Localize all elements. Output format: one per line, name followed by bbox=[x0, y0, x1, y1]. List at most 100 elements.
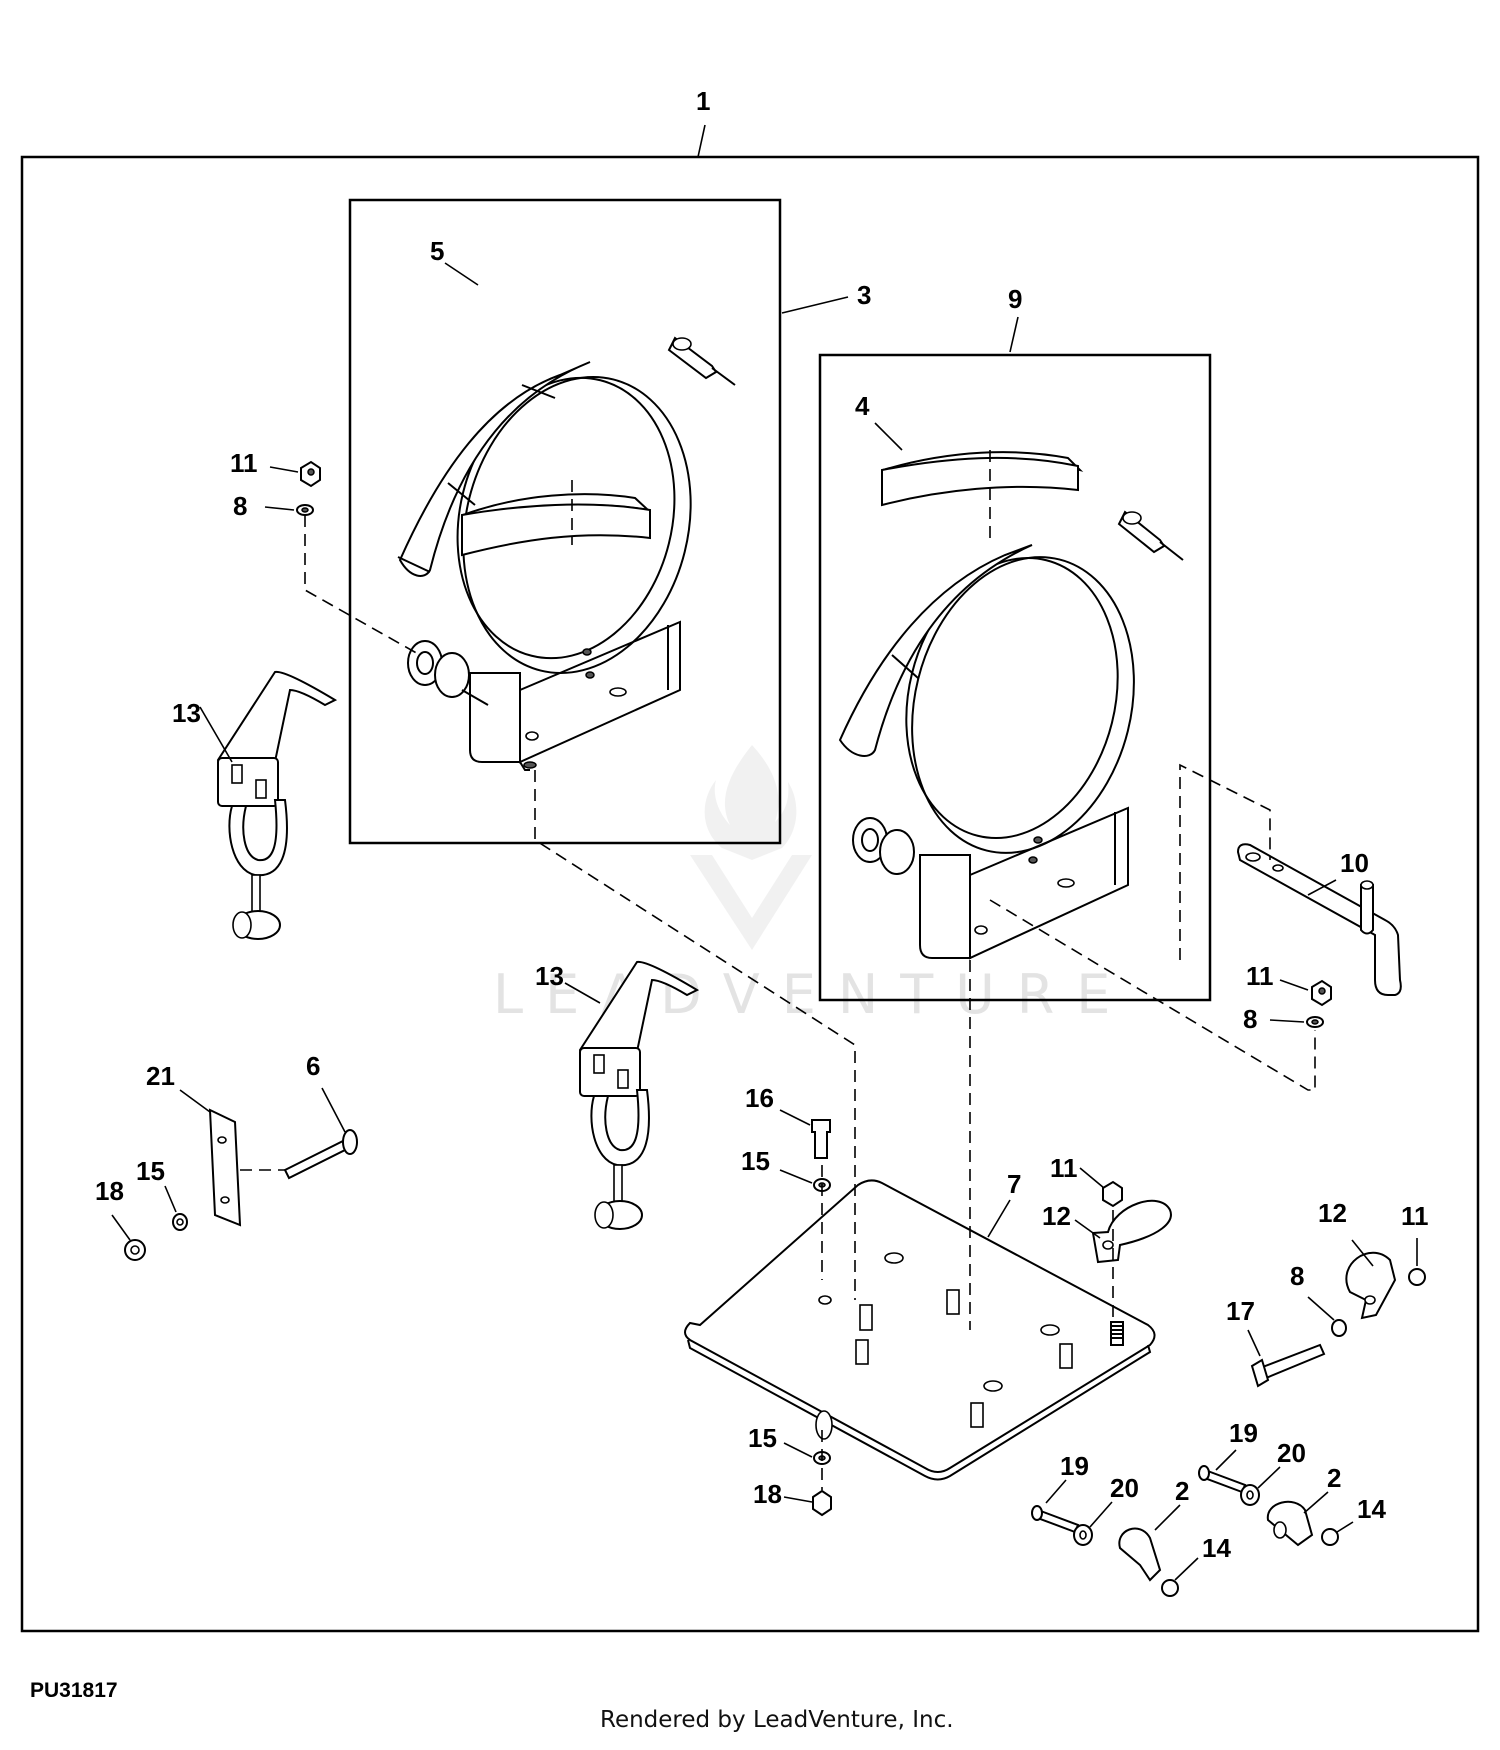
leader-2b bbox=[1303, 1491, 1329, 1514]
washer-8-right bbox=[1306, 1016, 1324, 1028]
callout-14-right: 14 bbox=[1357, 1494, 1386, 1524]
nut-11-right bbox=[1311, 979, 1332, 1007]
leader-8b bbox=[1269, 1019, 1305, 1023]
mounting-plate-7 bbox=[684, 1179, 1156, 1481]
clip-2-right bbox=[1266, 1500, 1314, 1547]
callout-17: 17 bbox=[1226, 1296, 1255, 1326]
callout-6: 6 bbox=[306, 1051, 320, 1081]
callout-15-left: 15 bbox=[136, 1156, 165, 1186]
callout-2-right: 2 bbox=[1327, 1463, 1341, 1493]
plate-21 bbox=[208, 1108, 242, 1227]
latch-13-center bbox=[578, 960, 700, 1230]
callout-13-center: 13 bbox=[535, 961, 564, 991]
callout-15-center: 15 bbox=[741, 1146, 770, 1176]
callout-20-right: 20 bbox=[1277, 1438, 1306, 1468]
washer-8-lower-right bbox=[1331, 1319, 1347, 1337]
assembly-line-11-left bbox=[304, 515, 421, 656]
leader-14a bbox=[1174, 1557, 1199, 1581]
callout-5: 5 bbox=[430, 236, 444, 266]
nut-11-far-right bbox=[1408, 1268, 1426, 1286]
callout-11-left: 11 bbox=[230, 448, 258, 478]
leader-1 bbox=[697, 124, 706, 158]
bolt-19-right bbox=[1198, 1465, 1247, 1494]
leader-3 bbox=[781, 296, 849, 314]
bolt-6 bbox=[283, 1129, 358, 1180]
decal-4-sheet bbox=[881, 456, 1079, 507]
callout-7: 7 bbox=[1007, 1169, 1021, 1199]
leader-2a bbox=[1154, 1504, 1181, 1531]
callout-1: 1 bbox=[696, 86, 710, 116]
callout-2-left: 2 bbox=[1175, 1476, 1189, 1506]
leader-16 bbox=[779, 1109, 811, 1126]
watermark-text: LEADVENTURE bbox=[493, 963, 1132, 1026]
leader-5 bbox=[444, 262, 479, 286]
callout-11-right: 11 bbox=[1246, 961, 1274, 991]
nut-11-center bbox=[1102, 1180, 1123, 1208]
bolt-17 bbox=[1250, 1343, 1326, 1388]
callout-8-right: 8 bbox=[1243, 1004, 1257, 1034]
nut-18-lower bbox=[812, 1489, 832, 1517]
leader-20b bbox=[1257, 1466, 1281, 1489]
clamp-12-center bbox=[1091, 1199, 1172, 1264]
leader-14b bbox=[1336, 1521, 1354, 1533]
callout-12-center: 12 bbox=[1042, 1201, 1071, 1231]
leader-11c bbox=[1079, 1167, 1105, 1189]
diagram-id: PU31817 bbox=[30, 1679, 118, 1702]
leader-7 bbox=[987, 1199, 1011, 1238]
callout-10: 10 bbox=[1340, 848, 1369, 878]
leader-17 bbox=[1247, 1329, 1261, 1357]
leader-18a bbox=[111, 1214, 131, 1241]
washer-8-left bbox=[296, 504, 314, 516]
callout-9: 9 bbox=[1008, 284, 1022, 314]
leader-4 bbox=[874, 422, 903, 451]
callout-14-left: 14 bbox=[1202, 1533, 1231, 1563]
callout-11-center: 11 bbox=[1050, 1153, 1078, 1183]
clamp-12-right bbox=[1345, 1251, 1397, 1320]
callout-8-lower-right: 8 bbox=[1290, 1261, 1304, 1291]
leader-15a bbox=[164, 1185, 177, 1213]
latch-13-left bbox=[216, 670, 338, 940]
leader-15c bbox=[783, 1442, 813, 1458]
leader-21 bbox=[179, 1089, 211, 1113]
assembly-line-10-nut bbox=[989, 899, 1316, 1091]
footer-credit: Rendered by LeadVenture, Inc. bbox=[600, 1707, 954, 1733]
washer-20-right bbox=[1240, 1484, 1260, 1506]
leader-13b bbox=[564, 982, 601, 1004]
nut-14-left bbox=[1161, 1579, 1179, 1597]
washer-15-left bbox=[172, 1213, 188, 1231]
tank-strap-9 bbox=[838, 510, 1184, 960]
callout-19-left: 19 bbox=[1060, 1451, 1089, 1481]
leader-15b bbox=[779, 1169, 813, 1184]
leader-9 bbox=[1009, 316, 1019, 353]
callout-3: 3 bbox=[857, 280, 871, 310]
callout-12-right: 12 bbox=[1318, 1198, 1347, 1228]
washer-20-left bbox=[1073, 1524, 1093, 1546]
callout-20-left: 20 bbox=[1110, 1473, 1139, 1503]
bolt-16 bbox=[811, 1119, 831, 1159]
decal-5-sheet bbox=[461, 503, 651, 557]
nut-18-left bbox=[124, 1239, 146, 1261]
tank-strap-3 bbox=[397, 336, 736, 771]
assembly-line-3-plate bbox=[534, 770, 856, 1300]
leader-6 bbox=[321, 1087, 346, 1133]
callout-18-left: 18 bbox=[95, 1176, 124, 1206]
callout-15-lower: 15 bbox=[748, 1423, 777, 1453]
leader-8c bbox=[1307, 1296, 1335, 1321]
callout-21: 21 bbox=[146, 1061, 175, 1091]
assembly-frame bbox=[20, 155, 1480, 1633]
leader-10 bbox=[1307, 879, 1337, 896]
leadventure-watermark-logo bbox=[690, 745, 812, 950]
callout-18-lower: 18 bbox=[753, 1479, 782, 1509]
leader-12b bbox=[1351, 1239, 1374, 1267]
nut-14-right bbox=[1321, 1528, 1339, 1546]
callout-19-right: 19 bbox=[1229, 1418, 1258, 1448]
leader-13a bbox=[199, 706, 233, 763]
leader-11a bbox=[269, 466, 299, 473]
clip-2-left bbox=[1118, 1527, 1162, 1582]
callout-11-far-right: 11 bbox=[1401, 1201, 1429, 1231]
leader-12a bbox=[1074, 1219, 1101, 1239]
leader-19b bbox=[1215, 1449, 1237, 1471]
nut-11-left bbox=[300, 460, 321, 488]
leader-20a bbox=[1089, 1501, 1113, 1528]
